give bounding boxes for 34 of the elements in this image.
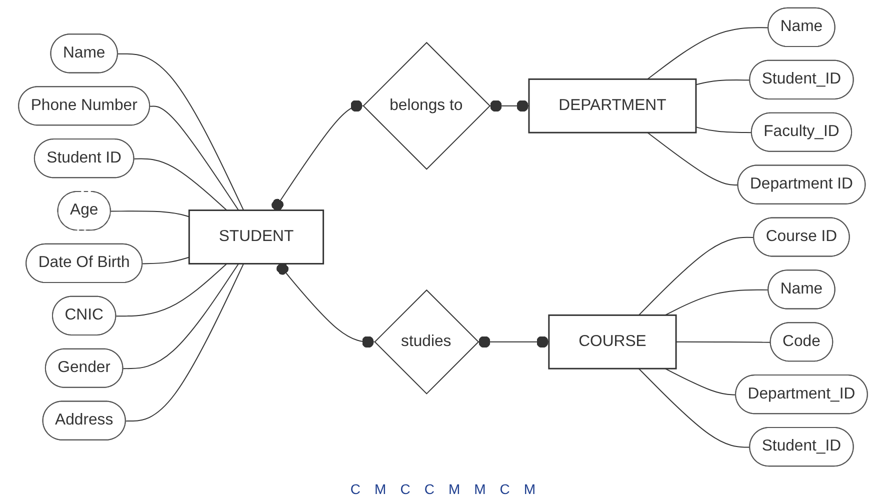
connector — [638, 368, 751, 448]
connector — [122, 263, 240, 370]
connector — [647, 27, 770, 80]
connector — [488, 100, 530, 112]
cardinality-label: C — [400, 481, 410, 497]
connector — [647, 132, 739, 186]
connector — [272, 100, 364, 211]
connector — [477, 336, 550, 348]
connector — [110, 210, 190, 218]
connector — [695, 80, 751, 86]
cardinality-label: M — [524, 481, 536, 497]
connector — [142, 256, 190, 264]
node-diamond: studies — [374, 289, 480, 394]
connector — [134, 158, 228, 211]
connector — [125, 263, 244, 422]
cardinality-label: C — [500, 481, 510, 497]
cardinality-label: M — [448, 481, 460, 497]
connector — [150, 106, 240, 211]
cardinality-label: M — [474, 481, 486, 497]
connector — [676, 341, 772, 343]
cardinality-label: M — [374, 481, 386, 497]
cardinality-label: C — [350, 481, 361, 497]
connector — [638, 236, 755, 316]
node-box: STUDENT — [188, 210, 324, 264]
connector — [116, 263, 228, 317]
node-diamond: belongs to — [362, 42, 491, 170]
connector — [695, 126, 752, 134]
connector — [276, 262, 375, 348]
connector — [664, 368, 737, 396]
node-box: COURSE — [548, 314, 677, 370]
connector — [664, 289, 770, 316]
node-box: DEPARTMENT — [528, 78, 697, 134]
cardinality-label: C — [424, 481, 434, 497]
connector — [117, 53, 244, 211]
